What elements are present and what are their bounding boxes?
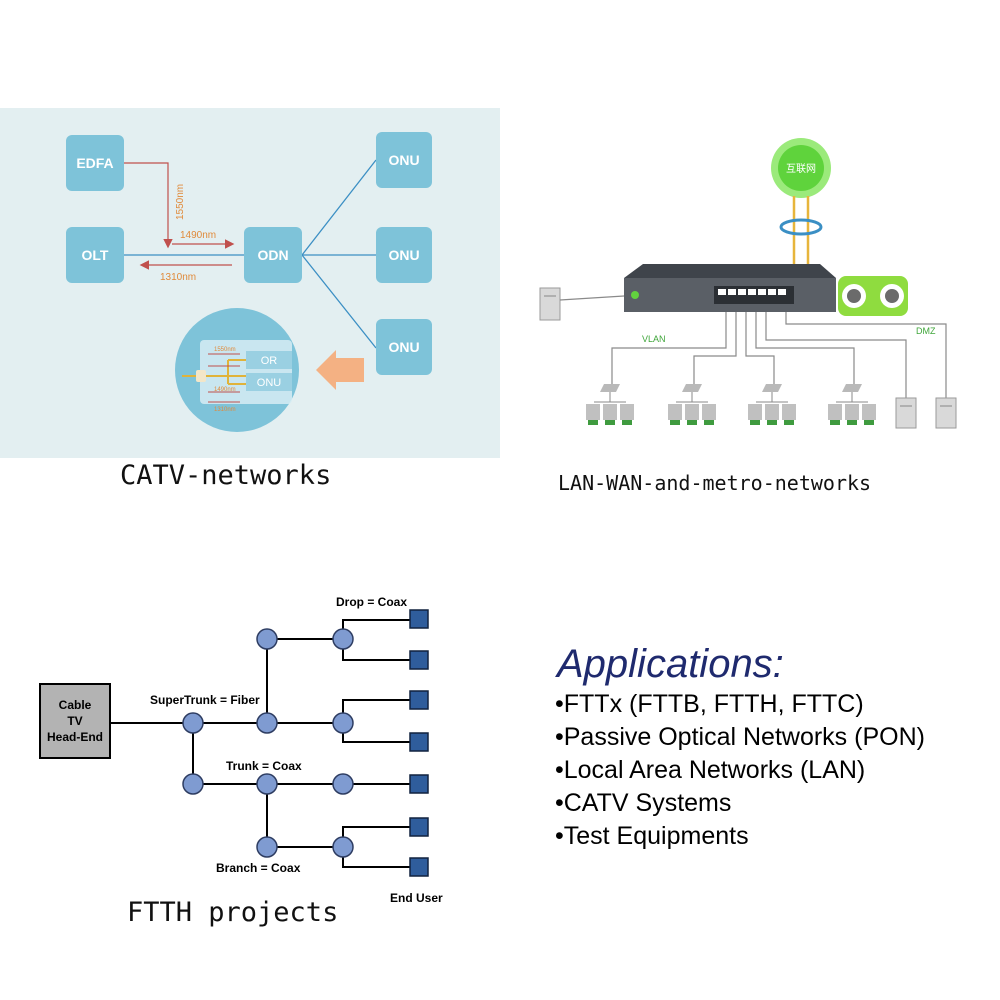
dmz-label: DMZ — [916, 326, 936, 336]
lan-caption: LAN-WAN-and-metro-networks — [558, 471, 872, 495]
branch-label: Branch = Coax — [216, 861, 301, 875]
catv-diagram-panel: 1550nm 1490nm 1310nm EDFA OLT ODN ONU ON… — [0, 108, 500, 458]
onu-label-2: ONU — [388, 247, 419, 263]
workgroup-cluster-1 — [586, 384, 634, 425]
supertrunk-label: SuperTrunk = Fiber — [150, 693, 260, 707]
onu-label-3: ONU — [388, 339, 419, 355]
ftth-diagram: Cable TV Head-End SuperTrunk = Fiber — [39, 595, 443, 905]
odn-onu-links — [301, 159, 377, 349]
headend-line-1: Cable — [59, 698, 92, 712]
lan-diagram: 互联网 — [539, 138, 957, 429]
onu-detail-inset: 1550nm 1490nm 1310nm OR ONU — [175, 308, 299, 432]
drop-label: Drop = Coax — [336, 595, 407, 609]
headend-box: Cable TV Head-End — [39, 683, 111, 759]
workgroup-cluster-4 — [828, 384, 876, 425]
applications-item: •FTTx (FTTB, FTTH, FTTC) — [555, 690, 864, 718]
applications-item: •CATV Systems — [555, 789, 732, 817]
speaker-device-icon — [838, 276, 908, 316]
server-icon-dmz-2 — [935, 397, 957, 429]
lan-diagram-panel: 互联网 — [518, 126, 1000, 448]
end-user-label: End User — [390, 891, 443, 905]
wavelength-1310: 1310nm — [160, 272, 196, 283]
headend-line-3: Head-End — [47, 730, 103, 744]
headend-line-2: TV — [67, 714, 82, 728]
inset-or-label: OR — [261, 355, 278, 367]
onu-node-1: ONU — [376, 132, 432, 188]
onu-node-2: ONU — [376, 227, 432, 283]
internet-globe-icon: 互联网 — [771, 138, 831, 198]
applications-item: •Test Equipments — [555, 822, 749, 850]
ftth-tap-nodes — [182, 628, 354, 858]
inset-wavelength-1310: 1310nm — [214, 407, 236, 413]
ftth-end-users — [409, 609, 429, 877]
workgroup-cluster-2 — [668, 384, 716, 425]
server-icon-dmz-1 — [895, 397, 917, 429]
router-device — [624, 264, 836, 312]
ftth-diagram-panel: Cable TV Head-End SuperTrunk = Fiber — [30, 580, 470, 910]
applications-title: Applications: — [557, 642, 784, 686]
uplink-rotate-icon — [779, 218, 823, 236]
workgroup-cluster-3 — [748, 384, 796, 425]
vlan-label: VLAN — [642, 334, 666, 344]
catv-caption: CATV-networks — [120, 460, 332, 491]
edfa-label: EDFA — [76, 155, 113, 171]
catv-diagram: 1550nm 1490nm 1310nm EDFA OLT ODN ONU ON… — [66, 132, 432, 432]
server-icon-left — [539, 287, 561, 321]
inset-wavelength-1490: 1490nm — [214, 387, 236, 393]
lan-distribution-links — [611, 312, 947, 398]
applications-list: •FTTx (FTTB, FTTH, FTTC) •Passive Optica… — [555, 688, 925, 853]
onu-label-1: ONU — [388, 152, 419, 168]
trunk-label: Trunk = Coax — [226, 759, 302, 773]
zoom-arrow-icon — [316, 350, 364, 390]
ftth-caption: FTTH projects — [127, 897, 339, 928]
onu-node-3: ONU — [376, 319, 432, 375]
ftth-links — [110, 619, 410, 868]
applications-item: •Passive Optical Networks (PON) — [555, 723, 925, 751]
inset-wavelength-1550: 1550nm — [214, 347, 236, 353]
olt-node: OLT — [66, 227, 124, 283]
odn-node: ODN — [244, 227, 302, 283]
edfa-arrow — [124, 162, 173, 249]
olt-label: OLT — [82, 247, 109, 263]
inset-onu-label: ONU — [257, 377, 282, 389]
edfa-node: EDFA — [66, 135, 124, 191]
wavelength-1490: 1490nm — [180, 230, 216, 241]
odn-label: ODN — [257, 247, 288, 263]
applications-item: •Local Area Networks (LAN) — [555, 756, 866, 784]
wavelength-1550: 1550nm — [175, 184, 186, 220]
internet-label: 互联网 — [786, 163, 816, 175]
